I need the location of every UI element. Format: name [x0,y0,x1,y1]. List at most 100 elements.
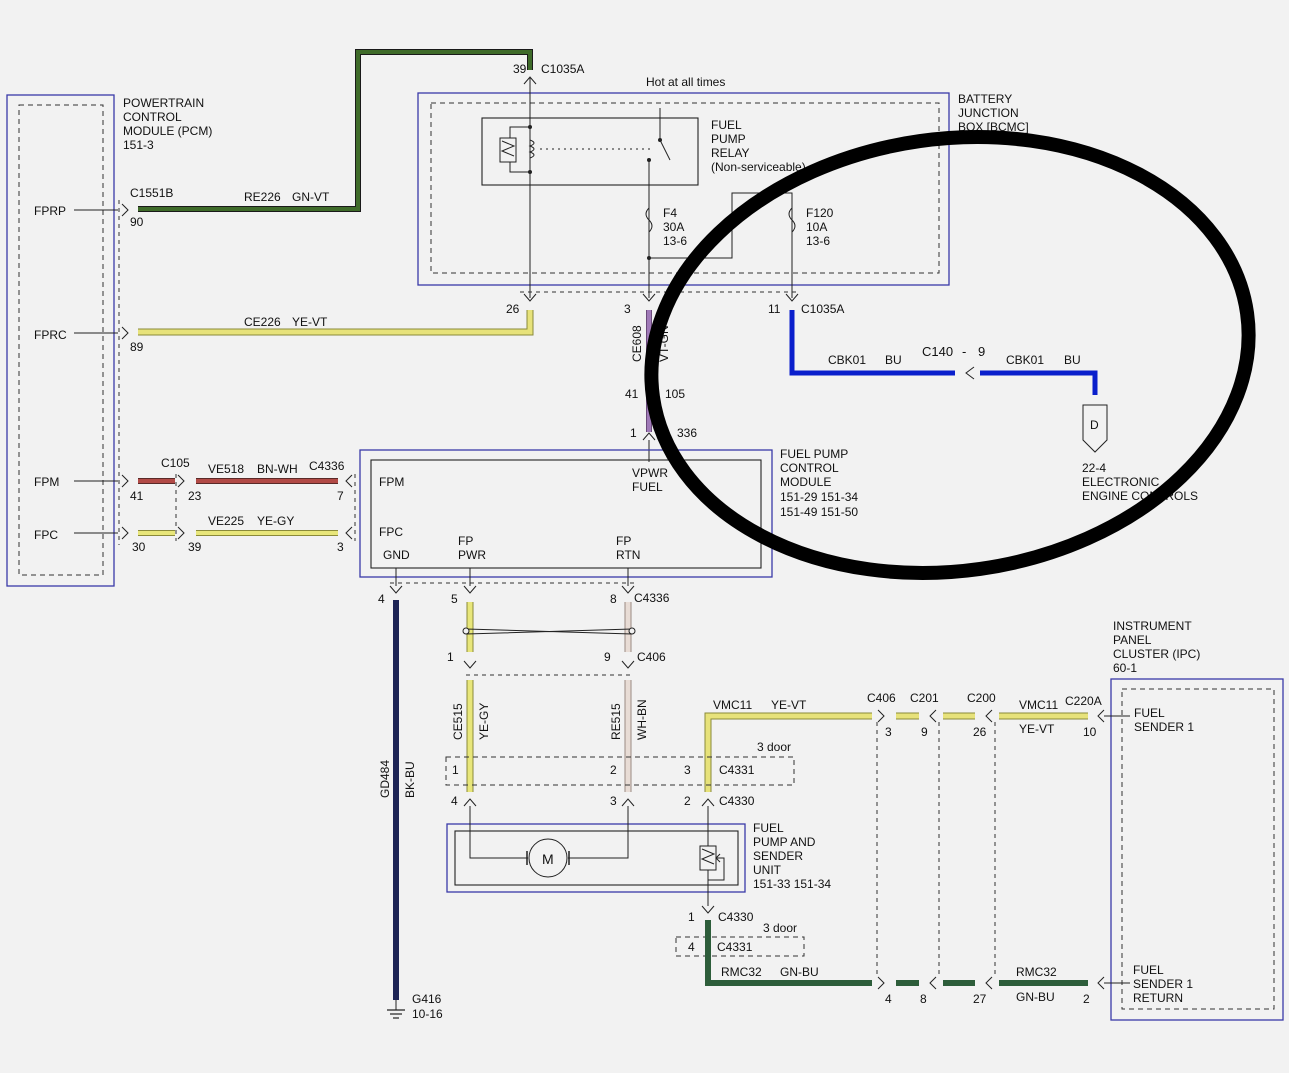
pcm-pin-fpm: FPM [34,475,59,489]
fuel-pump-control-module: FUEL PUMP CONTROL MODULE 151-29 151-34 1… [359,447,858,606]
fpcm-pin-vpwr-2: FUEL [632,480,663,494]
c4336-label-bottom: C4336 [634,591,670,605]
fpcm-ref-2: 151-49 151-50 [780,505,858,519]
wire-ve518: C105 VE518 BN-WH 23 C4336 7 [138,456,353,503]
wire-ce226: CE226 YE-VT [138,310,534,336]
motor-label: M [542,851,554,867]
bjb-hot-label: Hot at all times [646,75,725,89]
highlight-ellipse-annotation [644,130,1256,580]
eec-connector-d: D [1090,418,1099,432]
c406-pin-4: 4 [885,992,892,1006]
c200-pin-26: 26 [973,725,987,739]
wire-cbk01-right-color: BU [1064,353,1081,367]
c200-pin-27: 27 [973,992,987,1006]
c4330b-pin-1: 1 [688,910,695,924]
fuel-pump-motor-icon [528,838,568,878]
unit-title-3: SENDER [753,849,803,863]
connector-chevron [345,526,353,540]
pcm-pin-num-90: 90 [130,215,144,229]
wire-re226: RE226 GN-VT [138,49,533,212]
wire-vmc11-right-color: YE-VT [1019,722,1055,736]
connector-chevron [621,660,635,669]
connector-chevron [523,76,537,85]
c4330b-label: C4330 [718,910,754,924]
connector-chevron [965,366,975,380]
wire-cbk01-right-id: CBK01 [1006,353,1044,367]
connector-chevron [121,203,129,217]
wire-ve518-id: VE518 [208,462,244,476]
connector-chevron [523,293,537,302]
fuse-f120-ref: 13-6 [806,234,830,248]
ipc-return-2: SENDER 1 [1133,977,1193,991]
c4330-pin-3: 3 [610,794,617,808]
tank-connectors: 3 door 1 2 3 C4331 4 3 2 C4330 [445,740,795,808]
unit-ref: 151-33 151-34 [753,877,831,891]
c220a-pin-10: 10 [1083,725,1097,739]
relay-label-3: RELAY [711,146,749,160]
fpcm-pin-fpm: FPM [379,475,404,489]
c201-label: C201 [910,691,939,705]
wire-rmc32-right-color: GN-BU [1016,990,1055,1004]
wire-re226-color: GN-VT [292,190,330,204]
c4336-label-bjb: 336 [677,426,697,440]
c105-label-bjb: 105 [665,387,685,401]
c4331b-three-door: 3 door [763,921,797,935]
splice-c140: C140 [922,344,953,359]
connector-chevron [985,976,993,990]
c4330-pin-2: 2 [684,794,691,808]
connector-chevron [701,798,715,807]
fpcm-ref-1: 151-29 151-34 [780,490,858,504]
c201-pin-9: 9 [921,725,928,739]
eec-connector-d-icon [1082,404,1108,453]
c4336-pin-8: 8 [610,592,617,606]
wire-cbk01-left-id: CBK01 [828,353,866,367]
eec-title-2: ENGINE CONTROLS [1082,489,1198,503]
pcm-pin-num-41: 41 [130,489,144,503]
pcm-connector-label: C1551B [130,186,173,200]
wire-rmc32-left-id: RMC32 [721,965,762,979]
splice-pin: 9 [978,344,985,359]
fpcm-pin-fpc: FPC [379,525,403,539]
connector-chevron [929,709,937,723]
eec-title-1: ELECTRONIC [1082,475,1160,489]
connector-chevron [463,585,477,594]
wire-vmc11-left-id: VMC11 [713,698,752,712]
wire-re515-id: RE515 [609,703,623,740]
wire-vmc11-left-color: YE-VT [771,698,807,712]
wire-ve225: VE225 YE-GY 39 3 [138,474,356,554]
connector-chevron [1097,709,1105,723]
wire-fp-pwr-rtn: 1 9 C406 CE515 YE-GY RE515 WH-BN [447,602,666,792]
bjb-top-connector: C1035A [541,62,584,76]
unit-title-2: PUMP AND [753,835,816,849]
connector-chevron [177,526,185,540]
bjb-bottom-connector: C1035A [801,302,844,316]
connector-chevron [621,585,635,594]
bjb-pin-26: 26 [506,302,520,316]
c105-pin-23: 23 [188,489,202,503]
connector-chevron [463,660,477,669]
connector-chevron [463,798,477,807]
relay-label-2: PUMP [711,132,746,146]
c406-label: C406 [637,650,666,664]
bjb-top-pin: 39 [513,62,527,76]
c105-label: C105 [161,456,190,470]
wire-re515-color: WH-BN [635,699,649,740]
ipc-sender-2: SENDER 1 [1134,720,1194,734]
ipc-return-1: FUEL [1133,963,1164,977]
bjb-title-2: JUNCTION [958,106,1019,120]
connector-chevron [621,798,635,807]
wire-cbk01-left-color: BU [885,353,902,367]
ipc-sender-1: FUEL [1134,706,1165,720]
ground-ref: 10-16 [412,1007,443,1021]
c406-pin-3: 3 [885,725,892,739]
relay-coil-icon [499,137,517,163]
fuse-f4-rating: 30A [663,220,684,234]
fpcm-pin-fp-rtn-2: RTN [616,548,640,562]
wire-vmc11: VMC11 YE-VT VMC11 YE-VT [704,698,1105,792]
fuse-f4-name: F4 [663,206,677,220]
fuse-f120-icon [788,207,796,233]
ipc-title-3: CLUSTER (IPC) [1113,647,1200,661]
fpcm-pin-gnd: GND [383,548,410,562]
bjb-pin-3: 3 [624,302,631,316]
